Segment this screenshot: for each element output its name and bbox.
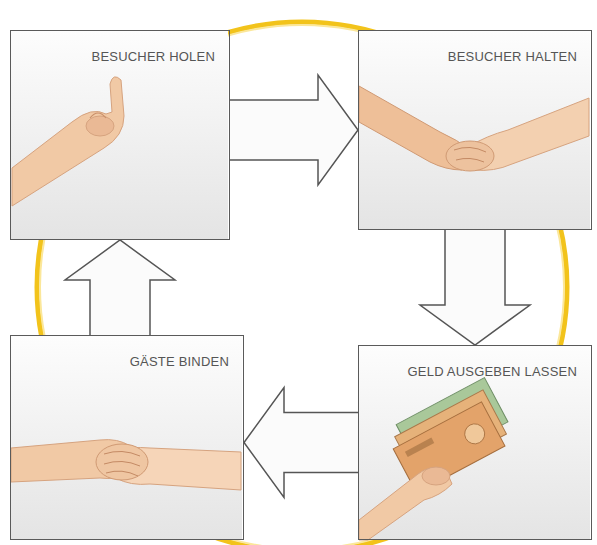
clasped-hands: [11, 440, 241, 490]
box-label: BESUCHER HALTEN: [359, 31, 591, 64]
panel: [10, 335, 242, 540]
panel: [10, 30, 228, 240]
block-arrow: [244, 388, 358, 498]
block-arrow: [420, 230, 530, 345]
box-label: GÄSTE BINDEN: [11, 336, 243, 369]
block-arrow: [230, 75, 358, 185]
panel: [358, 345, 590, 540]
beckoning-hand: [12, 77, 124, 206]
process-box: BESUCHER HOLEN: [10, 30, 230, 240]
process-box: BESUCHER HALTEN: [358, 30, 592, 230]
hand-with-money: [359, 378, 517, 540]
process-box: GÄSTE BINDEN: [10, 335, 244, 540]
block-arrow: [65, 240, 175, 335]
handshake: [359, 86, 589, 171]
box-label: BESUCHER HOLEN: [11, 31, 229, 64]
process-box: GELD AUSGEBEN LASSEN: [358, 345, 592, 540]
box-label: GELD AUSGEBEN LASSEN: [359, 346, 591, 379]
panel: [358, 30, 590, 230]
